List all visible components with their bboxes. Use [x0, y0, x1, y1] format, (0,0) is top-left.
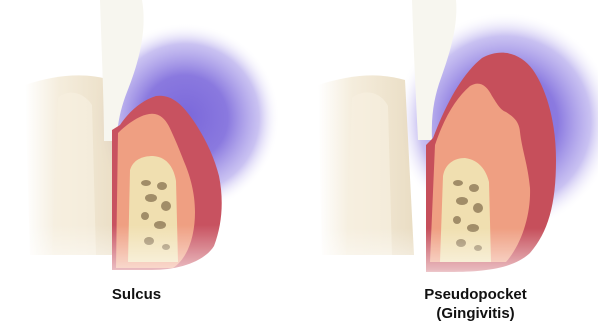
pseudopocket-caption-line2: (Gingivitis)	[326, 304, 598, 323]
pseudopocket-panel: Pseudopocket (Gingivitis)	[299, 0, 598, 329]
sulcus-caption: Sulcus	[0, 285, 286, 304]
pseudopocket-caption: Pseudopocket (Gingivitis)	[326, 285, 598, 323]
pseudopocket-caption-line1: Pseudopocket	[326, 285, 598, 304]
sulcus-panel: Sulcus	[0, 0, 299, 329]
